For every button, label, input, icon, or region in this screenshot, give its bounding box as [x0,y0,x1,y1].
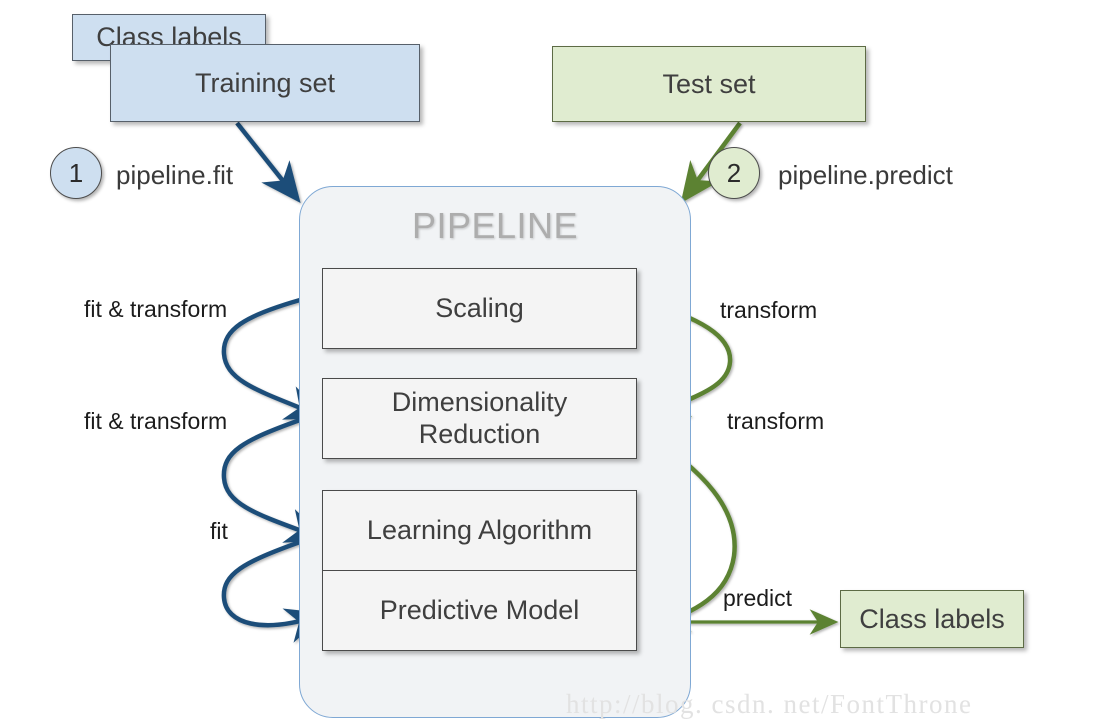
stage-learning-algorithm-label: Learning Algorithm [366,515,593,545]
step-circle-2[interactable]: 2 [708,147,760,199]
class-labels-output-label: Class labels [859,603,1005,634]
edge-label-fit-transform-1: fit & transform [84,296,228,322]
watermark-text: http://blog. csdn. net/FontThrone [566,689,973,719]
stage-learning-algorithm-row[interactable]: Learning Algorithm [323,491,636,570]
edge-label-transform-2: transform [727,408,825,434]
stage-dimred-label-line1: Dimensionality [391,387,568,418]
training-set-label: Training set [194,67,336,98]
stage-predictive-model-label: Predictive Model [379,595,580,625]
test-set-label: Test set [662,68,756,99]
test-set-box[interactable]: Test set [552,46,866,122]
pipeline-predict-label: pipeline.predict [778,160,953,190]
edge-label-predict: predict [723,585,793,611]
step-1-number: 1 [68,157,84,188]
stage-dimensionality-reduction-box[interactable]: Dimensionality Reduction [322,378,637,459]
edge-label-transform-1: transform [720,297,818,323]
step-circle-1[interactable]: 1 [50,147,102,199]
pipeline-title: PIPELINE [411,205,579,246]
stage-scaling-label: Scaling [435,293,524,323]
stage-predictive-model-row[interactable]: Predictive Model [323,570,636,650]
training-set-box[interactable]: Training set [110,44,420,122]
stage-scaling-box[interactable]: Scaling [322,268,637,349]
pipeline-fit-label: pipeline.fit [116,160,234,190]
stage-dimred-label-line2: Reduction [418,418,541,449]
class-labels-output-box[interactable]: Class labels [840,590,1024,648]
step-2-number: 2 [726,157,742,188]
stage-model-stack: Learning Algorithm Predictive Model [322,490,637,651]
edge-label-fit: fit [210,518,228,544]
edge-label-fit-transform-2: fit & transform [84,408,228,434]
arrow-training-to-pipeline [235,121,301,204]
